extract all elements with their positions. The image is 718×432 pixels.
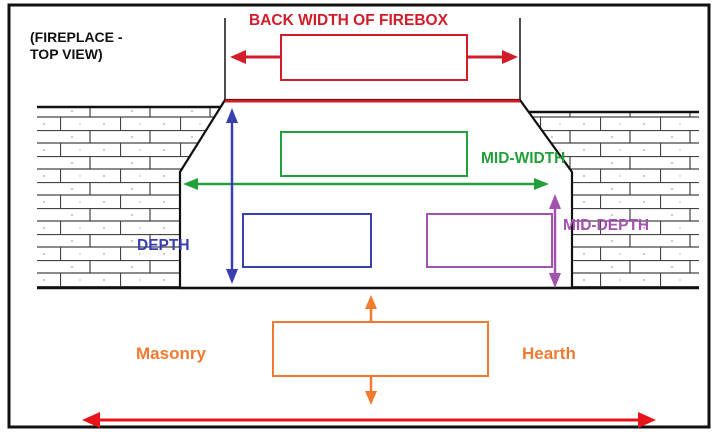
mid-width-arrowhead-left — [183, 178, 198, 190]
hearth-input-box[interactable] — [272, 321, 489, 377]
depth-arrowhead-bottom — [226, 269, 238, 284]
back-width-arrowhead-left — [230, 50, 246, 64]
mid-width-arrowhead-right — [534, 178, 549, 190]
mid-width-label: MID-WIDTH — [481, 150, 566, 167]
depth-label: DEPTH — [137, 237, 190, 254]
mid-depth-arrowhead-bottom — [549, 273, 561, 288]
view-caption: (FIREPLACE - TOP VIEW) — [30, 29, 123, 63]
mid-width-input-box[interactable] — [280, 131, 468, 177]
hearth-depth-arrowhead-top — [365, 295, 377, 309]
view-caption-line-2: TOP VIEW) — [30, 46, 103, 62]
hearth-label: Hearth — [522, 344, 576, 363]
back-width-label: BACK WIDTH OF FIREBOX — [249, 12, 448, 29]
back-width-arrowhead-right — [502, 50, 518, 64]
mid-depth-label: MID-DEPTH — [563, 217, 650, 234]
mid-depth-arrowhead-top — [549, 194, 561, 209]
view-caption-line-1: (FIREPLACE - — [30, 29, 123, 45]
depth-arrowhead-top — [226, 108, 238, 123]
masonry-label: Masonry — [136, 344, 206, 363]
hearth-depth-arrowhead-bottom — [365, 391, 377, 405]
hearth-width-arrowhead-right — [638, 412, 656, 428]
depth-input-box[interactable] — [242, 213, 372, 268]
hearth-width-arrowhead-left — [82, 412, 100, 428]
mid-depth-input-box[interactable] — [426, 213, 553, 268]
outer-frame — [7, 3, 711, 429]
back-width-input-box[interactable] — [280, 34, 468, 81]
